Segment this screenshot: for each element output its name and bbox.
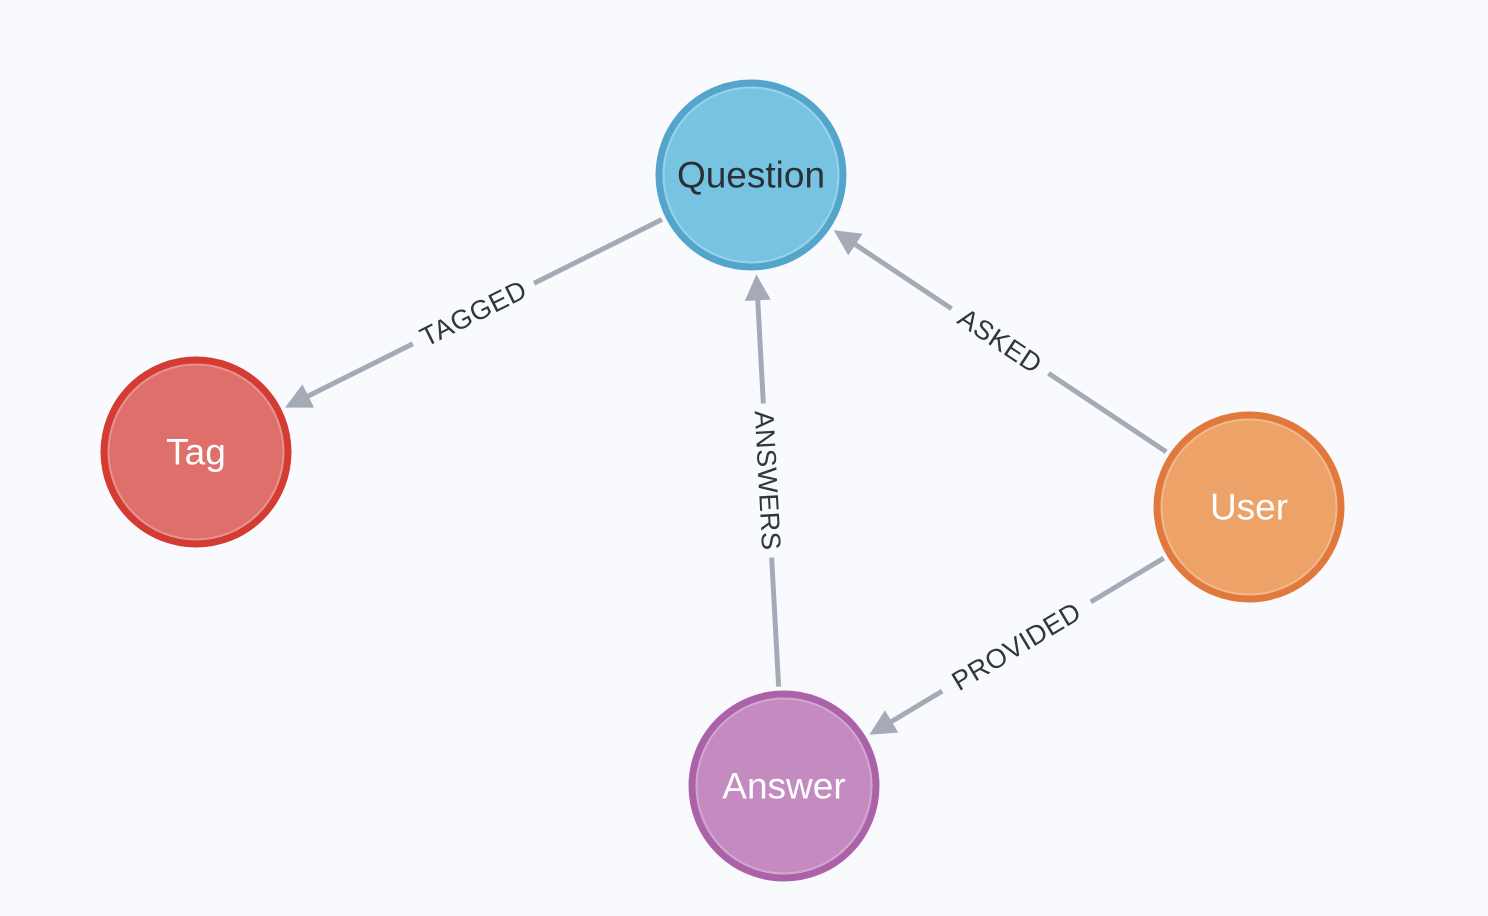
edge-label-plate: [933, 587, 1100, 706]
arrowhead-icon: [869, 710, 899, 735]
arrowhead-icon: [285, 384, 315, 408]
node-circle-user[interactable]: [1153, 411, 1345, 603]
edge-label-provided[interactable]: PROVIDED: [947, 596, 1087, 696]
edge-provided[interactable]: PROVIDED: [869, 556, 1165, 735]
edge-asked[interactable]: ASKED: [833, 230, 1168, 454]
node-label-user: User: [1210, 487, 1288, 528]
node-circle-tag[interactable]: [100, 356, 292, 548]
node-inner-ring: [1160, 418, 1338, 596]
edge-label-asked[interactable]: ASKED: [953, 302, 1048, 379]
arrowhead-icon: [744, 274, 771, 302]
edge-label-plate: [405, 268, 542, 359]
node-question[interactable]: Question: [655, 79, 847, 271]
node-inner-ring: [695, 697, 873, 875]
node-inner-ring: [662, 86, 840, 264]
edge-label-plate: [942, 294, 1058, 388]
node-circle-question[interactable]: [655, 79, 847, 271]
edge-tagged[interactable]: TAGGED: [285, 217, 664, 408]
node-answer[interactable]: Answer: [688, 690, 880, 882]
node-label-question: Question: [677, 155, 825, 196]
node-label-answer: Answer: [722, 766, 845, 807]
node-user[interactable]: User: [1153, 411, 1345, 603]
edge-label-tagged[interactable]: TAGGED: [415, 274, 531, 352]
node-circle-answer[interactable]: [688, 690, 880, 882]
edge-layer: TAGGED ASKED ANSWERS PROVIDED: [285, 217, 1168, 735]
edge-label-plate: [746, 402, 789, 559]
arrowhead-icon: [833, 230, 863, 256]
node-label-tag: Tag: [166, 432, 226, 473]
edge-answers[interactable]: ANSWERS: [744, 274, 789, 687]
node-tag[interactable]: Tag: [100, 356, 292, 548]
node-inner-ring: [107, 363, 285, 541]
